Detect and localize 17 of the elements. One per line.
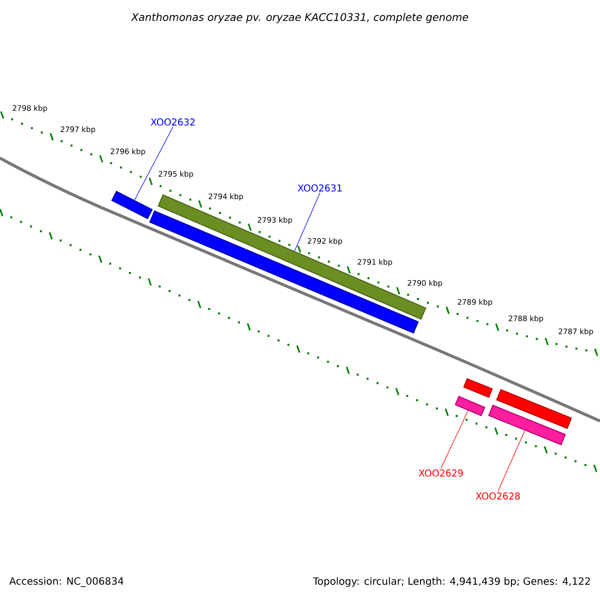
gene-bar xyxy=(463,378,493,398)
gene-label: XOO2629 xyxy=(418,469,463,477)
gene-bar xyxy=(496,389,572,429)
leader-line xyxy=(498,430,526,492)
gene-label: XOO2632 xyxy=(150,118,195,126)
gene-bar xyxy=(454,396,486,416)
accession-text: Accession: NC_006834 xyxy=(9,577,124,587)
genome-info-text: Topology: circular; Length: 4,941,439 bp; Genes: 4,122 xyxy=(312,577,590,587)
gene-bar xyxy=(158,194,426,320)
gene-bar xyxy=(488,404,566,446)
title: Xanthomonas oryzae pv. oryzae KACC10331, complete genome xyxy=(130,12,468,24)
leader-line xyxy=(440,410,468,469)
leader-line xyxy=(134,126,174,200)
leader-line xyxy=(294,192,320,252)
gene-label: XOO2628 xyxy=(476,492,520,500)
gene-label: XOO2631 xyxy=(298,184,342,192)
gene-bar xyxy=(111,190,153,220)
